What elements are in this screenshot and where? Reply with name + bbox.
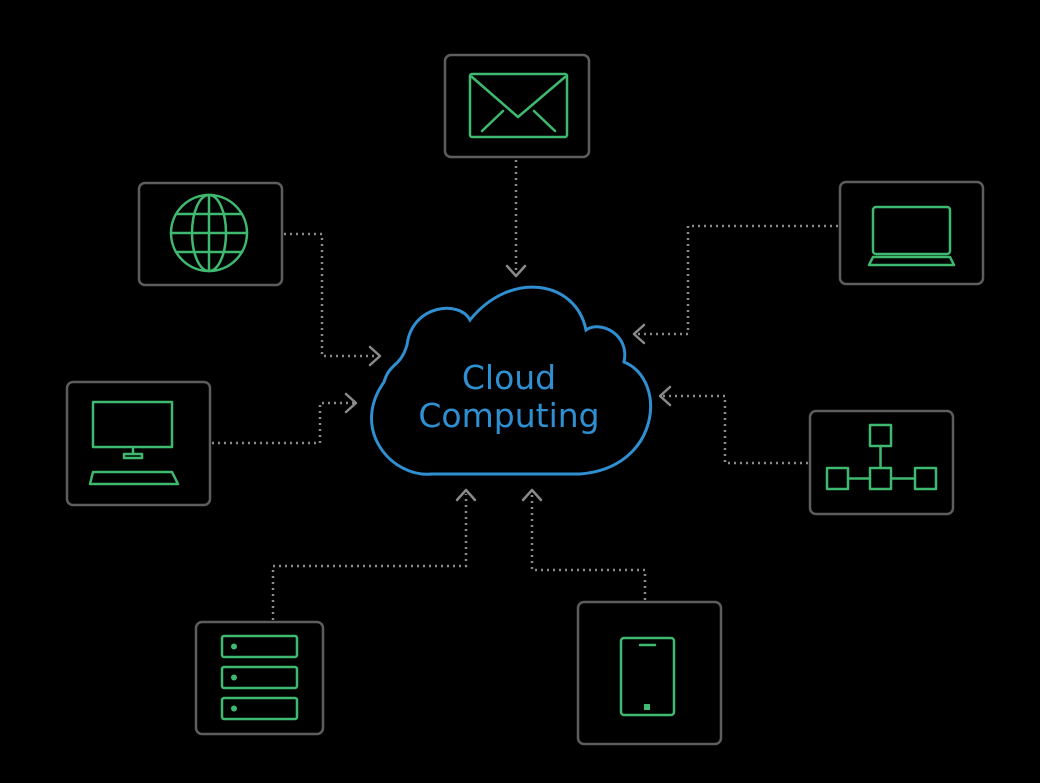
node-laptop-box	[838, 180, 985, 286]
cloud-label-line2: Computing	[418, 396, 599, 435]
arrow-internet	[368, 345, 382, 367]
node-tablet[interactable]	[576, 600, 723, 746]
cloud-icon	[370, 285, 653, 476]
node-desktop-box	[65, 380, 212, 507]
node-internet[interactable]	[137, 181, 284, 287]
connector-server	[271, 494, 468, 620]
tablet-icon	[619, 636, 676, 717]
arrow-network	[658, 385, 672, 407]
arrow-desktop	[344, 392, 358, 414]
network-topology-icon	[825, 423, 938, 491]
connector-internet	[284, 232, 378, 358]
cloud-label-line1: Cloud	[462, 358, 556, 397]
laptop-icon	[867, 205, 956, 267]
envelope-icon	[468, 72, 569, 139]
arrow-laptop	[632, 323, 646, 345]
globe-icon	[169, 193, 249, 273]
connector-tablet	[530, 494, 647, 600]
node-server-box	[194, 620, 325, 736]
node-network[interactable]	[808, 409, 955, 516]
server-rack-icon	[220, 634, 299, 721]
connector-network	[662, 394, 808, 465]
arrow-server	[455, 488, 477, 502]
cloud-node: Cloud Computing	[370, 285, 653, 476]
arrow-email	[505, 264, 527, 278]
node-tablet-box	[576, 600, 723, 746]
node-desktop[interactable]	[65, 380, 212, 507]
connectors	[212, 160, 838, 620]
arrow-tablet	[521, 488, 543, 502]
node-server[interactable]	[194, 620, 325, 736]
node-laptop[interactable]	[838, 180, 985, 286]
node-email[interactable]	[443, 53, 591, 159]
desktop-computer-icon	[88, 400, 180, 486]
connector-desktop	[212, 401, 354, 445]
connector-laptop	[636, 224, 838, 336]
